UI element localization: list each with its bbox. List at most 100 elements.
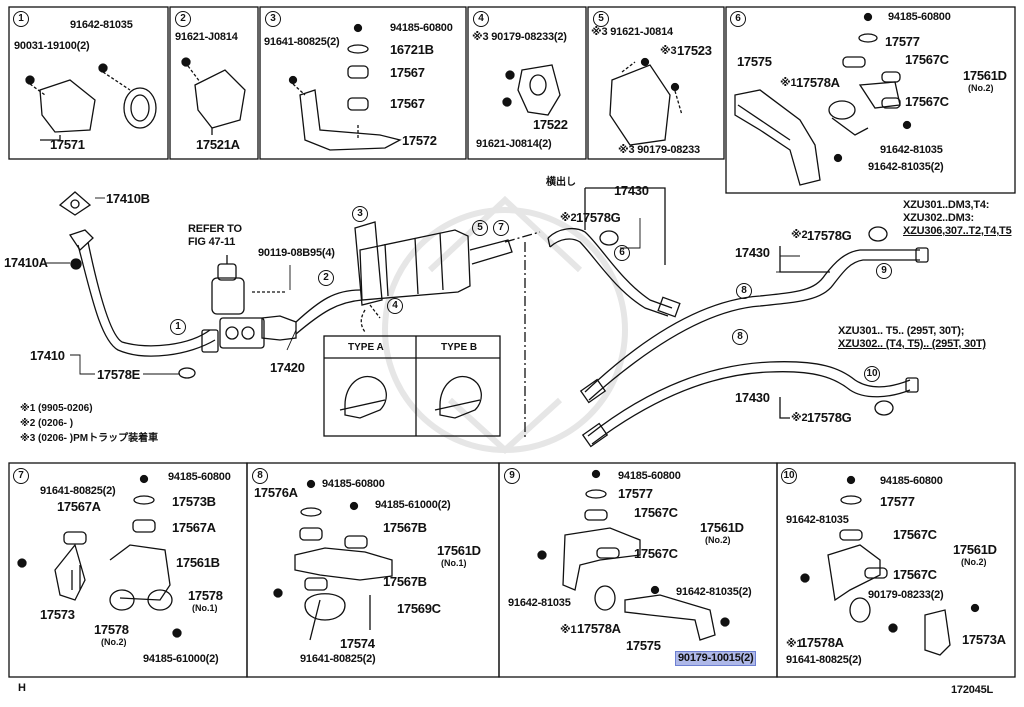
panel-7-part-5: 17573 <box>40 607 75 622</box>
panel-10-part-1: 17577 <box>880 494 915 509</box>
panel-6-code-3: 91642-81035 <box>880 144 943 156</box>
panel-6-small-1: (No.2) <box>968 83 994 93</box>
panel-7-part-3: 17567A <box>172 520 216 535</box>
panel-10-part-6: 17573A <box>962 632 1006 647</box>
panel-9-part-2: 17567C <box>634 505 678 520</box>
panel-8-number: 8 <box>252 468 268 484</box>
callout-6: 6 <box>614 245 630 261</box>
panel-9-code-1: 94185-60800 <box>618 470 681 482</box>
callout-8-b: 8 <box>732 329 748 345</box>
panel-6-frame <box>725 6 1016 194</box>
callout-3: 3 <box>352 206 368 222</box>
panel-3-frame <box>259 6 467 160</box>
callout-10: 10 <box>864 366 880 382</box>
callout-5: 5 <box>472 220 488 236</box>
callout-2: 2 <box>318 270 334 286</box>
panel-3-number: 3 <box>265 11 281 27</box>
panel-4-code-2: 91621-J0814(2) <box>476 138 552 150</box>
panel-6-part-2: 17577 <box>885 34 920 49</box>
panel-7-part-1: 17573B <box>172 494 216 509</box>
panel-7-part-2: 17567A <box>57 499 101 514</box>
panel-4-frame <box>467 6 587 160</box>
star2-a: ※2 <box>560 212 577 224</box>
panel-3-part-1: 16721B <box>390 42 434 57</box>
panel-6-code-2: ※1 <box>780 77 797 89</box>
panel-7-code-1: 94185-60800 <box>168 471 231 483</box>
panel-10-part-5: 17578A <box>800 635 844 650</box>
panel-9-code-5-highlighted[interactable]: 90179-10015(2) <box>674 651 757 666</box>
panel-3-part-2: 17567 <box>390 65 425 80</box>
panel-1-part-1: 17571 <box>50 137 85 152</box>
panel-9-code-2: 91642-81035 <box>508 597 571 609</box>
panel-2-frame <box>169 6 259 160</box>
panel-6-code-4: 91642-81035(2) <box>868 161 944 173</box>
panel-9-part-1: 17577 <box>618 486 653 501</box>
panel-9-number: 9 <box>504 468 520 484</box>
type-b-label: TYPE B <box>441 342 478 353</box>
panel-10-small-1: (No.2) <box>961 557 987 567</box>
variant-b-line-2: XZU302.. (T4, T5).. (295T, 30T) <box>838 338 986 350</box>
panel-10-code-5: 91641-80825(2) <box>786 654 862 666</box>
note-1: ※1 (9905-0206) <box>20 403 93 414</box>
figure-code: 172045L <box>951 684 994 696</box>
part-17578G-b: 17578G <box>807 228 852 243</box>
part-17578G-c: 17578G <box>807 410 852 425</box>
part-17420: 17420 <box>270 360 305 375</box>
panel-5-code-2: ※3 <box>660 45 677 57</box>
panel-8-small-1: (No.1) <box>441 558 467 568</box>
part-17430-b: 17430 <box>735 245 770 260</box>
part-17430-a: 17430 <box>614 183 649 198</box>
panel-8-code-3: 91641-80825(2) <box>300 653 376 665</box>
part-17430-c: 17430 <box>735 390 770 405</box>
panel-6-part-4: 17578A <box>796 75 840 90</box>
panel-7-part-4: 17561B <box>176 555 220 570</box>
panel-7-part-7: 17578 <box>94 622 129 637</box>
panel-3-code-1: 94185-60800 <box>390 22 453 34</box>
panel-4-part-1: 17522 <box>533 117 568 132</box>
panel-10-code-4: ※1 <box>786 638 803 650</box>
panel-8-part-5: 17569C <box>397 601 441 616</box>
part-17410: 17410 <box>30 348 65 363</box>
panel-1-number: 1 <box>13 11 29 27</box>
panel-5-code-1: ※3 91621-J0814 <box>591 26 673 38</box>
panel-2-code-1: 91621-J0814 <box>175 31 238 43</box>
panel-4-number: 4 <box>473 11 489 27</box>
panel-7-number: 7 <box>13 468 29 484</box>
variant-a-line-2: XZU302..DM3: <box>903 212 974 224</box>
panel-10-number: 10 <box>781 468 797 484</box>
panel-3-code-2: 91641-80825(2) <box>264 36 340 48</box>
panel-9-code-4: ※1 <box>560 624 577 636</box>
variant-a-line-3: XZU306,307..T2,T4,T5 <box>903 225 1012 237</box>
panel-10-part-4: 17567C <box>893 567 937 582</box>
panel-5-frame <box>587 6 725 160</box>
panel-6-number: 6 <box>730 11 746 27</box>
part-17410A: 17410A <box>4 255 48 270</box>
panel-7-small-2: (No.2) <box>101 637 127 647</box>
panel-7-code-3: 94185-61000(2) <box>143 653 219 665</box>
callout-9: 9 <box>876 263 892 279</box>
callout-4: 4 <box>387 298 403 314</box>
panel-5-number: 5 <box>593 11 609 27</box>
panel-10-code-2: 91642-81035 <box>786 514 849 526</box>
part-17578G-a: 17578G <box>576 210 621 225</box>
panel-10-part-3: 17561D <box>953 542 997 557</box>
watermark-emblem <box>382 195 628 455</box>
panel-1-code-1: 91642-81035 <box>70 19 133 31</box>
panel-3-part-4: 17572 <box>402 133 437 148</box>
panel-6-code-1: 94185-60800 <box>888 11 951 23</box>
note-3: ※3 (0206- )PMトラップ装着車 <box>20 433 159 444</box>
panel-6-part-5: 17567C <box>905 94 949 109</box>
panel-8-part-1: 17576A <box>254 485 298 500</box>
panel-6-part-3: 17567C <box>905 52 949 67</box>
panel-1-frame <box>8 6 169 160</box>
refer-line-2: FIG 47-11 <box>188 236 236 248</box>
panel-6-part-6: 17561D <box>963 68 1007 83</box>
panel-8-code-1: 94185-60800 <box>322 478 385 490</box>
callout-7: 7 <box>493 220 509 236</box>
type-a-label: TYPE A <box>348 342 384 353</box>
panel-5-code-3: ※3 90179-08233 <box>618 144 700 156</box>
panel-7-part-6: 17578 <box>188 588 223 603</box>
panel-8-part-6: 17574 <box>340 636 375 651</box>
